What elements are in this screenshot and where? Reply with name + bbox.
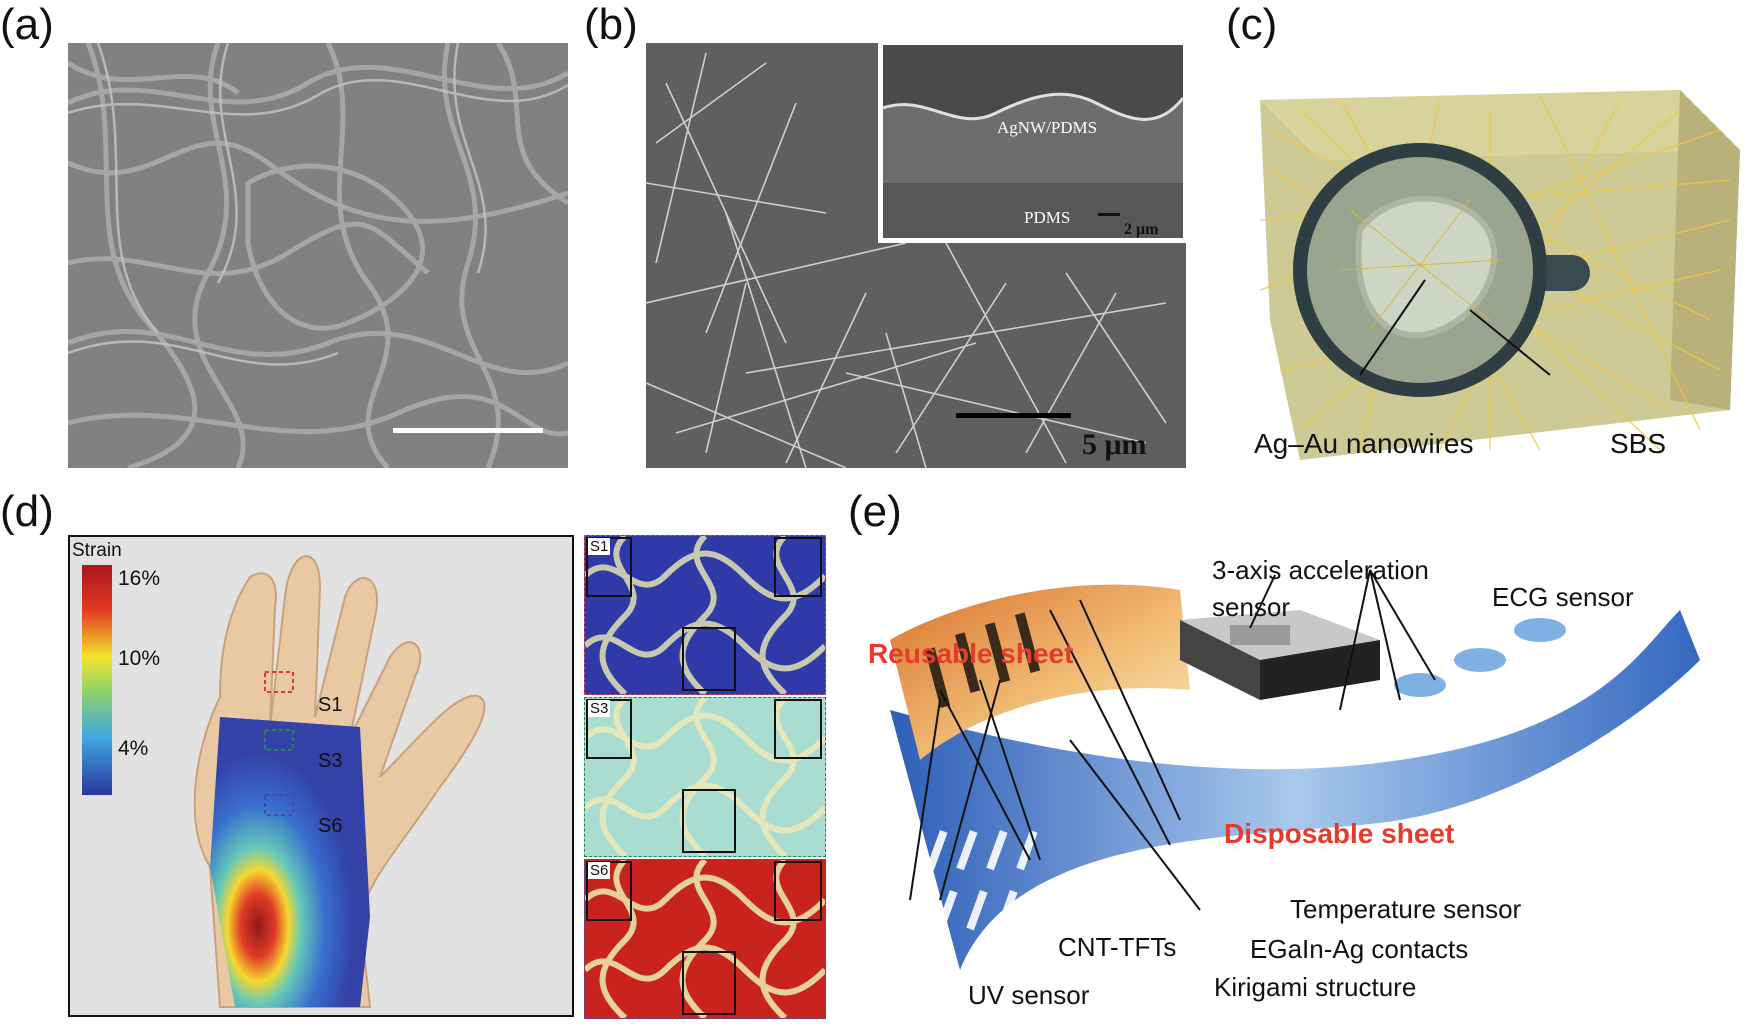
cross-section-inset	[878, 43, 1186, 243]
wearable-patch-illustration	[890, 569, 1700, 970]
panel-d-label: (d)	[0, 487, 54, 536]
temperature-sensor-label: Temperature sensor	[1290, 894, 1522, 924]
uv-sensor-label: UV sensor	[968, 980, 1090, 1010]
scale-bar-b	[956, 413, 1071, 418]
region-label-s3: S3	[318, 750, 343, 772]
tile-label-s1: S1	[588, 538, 611, 555]
nanofiber-network	[68, 43, 568, 468]
inset-layer-bottom-label: PDMS	[1024, 208, 1071, 227]
nanowire-composite-cube	[1259, 90, 1740, 460]
disposable-sheet-label: Disposable sheet	[1224, 818, 1455, 849]
egain-ag-contacts-label: EGaIn-Ag contacts	[1250, 934, 1469, 964]
detail-tile-s6: S6	[584, 859, 826, 1019]
acceleration-sensor-label-line1: 3-axis acceleration	[1212, 555, 1429, 585]
reusable-sheet-label: Reusable sheet	[868, 638, 1074, 669]
kirigami-structure-label: Kirigami structure	[1214, 972, 1417, 1002]
detail-tile-s1: S1	[584, 535, 826, 695]
colorbar-tick-4: 4%	[118, 737, 149, 760]
acceleration-sensor-label-line2: sensor	[1212, 592, 1291, 622]
ecg-sensor-label: ECG sensor	[1492, 582, 1634, 612]
tile-label-s3: S3	[588, 700, 611, 717]
sem-image-a	[68, 43, 568, 468]
hand-strain-map	[82, 555, 486, 1008]
callout-line-nanowires	[1359, 279, 1426, 376]
panel-a-label: (a)	[0, 0, 54, 49]
detail-tile-s3: S3	[584, 697, 826, 857]
inset-layer-top-label: AgNW/PDMS	[997, 118, 1098, 137]
callout-line-sbs	[1469, 309, 1551, 376]
panel-c-label: (c)	[1226, 0, 1278, 49]
scale-label-b: 5 μm	[1082, 428, 1147, 461]
colorbar-tick-16: 16%	[118, 567, 161, 590]
callout-sbs: SBS	[1610, 428, 1667, 459]
scale-bar-a	[393, 428, 543, 433]
cnt-tfts-label: CNT-TFTs	[1058, 932, 1177, 962]
colorbar-tick-10: 10%	[118, 647, 161, 670]
region-label-s1: S1	[318, 694, 343, 716]
colorbar-title: Strain	[72, 540, 122, 561]
callout-ag-au-nanowires: Ag–Au nanowires	[1254, 428, 1474, 459]
nanowire-field	[646, 43, 1186, 468]
sem-image-b: AgNW/PDMS PDMS 2 μm 5 μm	[646, 43, 1186, 468]
tile-label-s6: S6	[588, 862, 611, 879]
inset-scale-label: 2 μm	[1124, 221, 1159, 238]
colorbar	[82, 565, 112, 795]
region-label-s6: S6	[318, 815, 343, 837]
strain-map-frame: Strain 16% 10% 4% S1 S3 S6	[68, 535, 574, 1017]
panel-b-label: (b)	[584, 0, 638, 49]
panel-e-label: (e)	[848, 487, 902, 536]
